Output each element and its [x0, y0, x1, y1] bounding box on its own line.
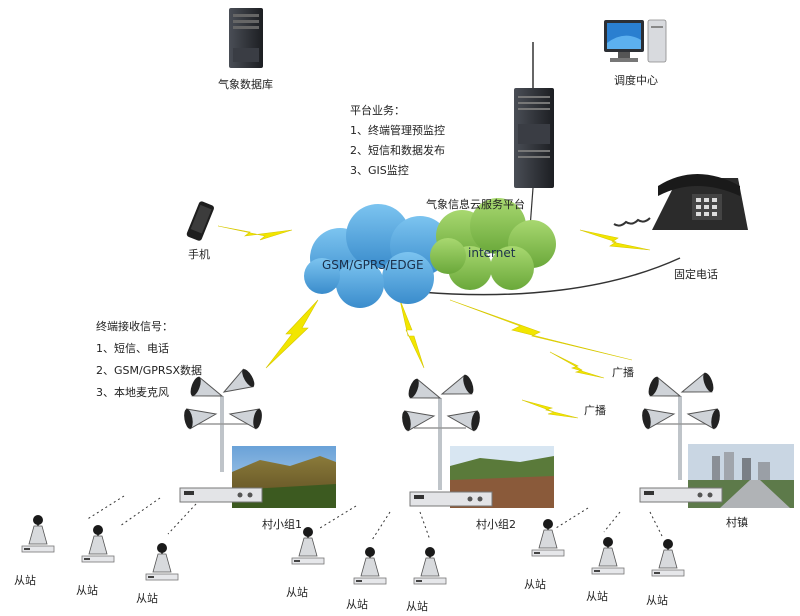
- substation-label: 从站: [286, 586, 308, 599]
- broadcast-label-1: 广播: [612, 366, 634, 379]
- substation-label: 从站: [346, 598, 368, 611]
- dispatch-center-label: 调度中心: [614, 74, 658, 87]
- platform-title: 平台业务：: [350, 104, 405, 117]
- terminal-item-3: 3、本地麦克风: [96, 386, 169, 399]
- weather-db-label: 气象数据库: [218, 78, 273, 91]
- substation-label: 从站: [646, 594, 668, 607]
- speaker-mast-group1: [182, 366, 264, 472]
- village-group1-label: 村小组1: [262, 518, 302, 531]
- terminal-title: 终端接收信号：: [96, 320, 173, 333]
- town-label: 村镇: [726, 516, 748, 529]
- bolt-phone: [579, 229, 651, 251]
- mobile-label: 手机: [188, 248, 210, 261]
- substation-label: 从站: [76, 584, 98, 597]
- substation-label: 从站: [136, 592, 158, 605]
- signal-bolts: [217, 225, 651, 419]
- substation-label: 从站: [586, 590, 608, 603]
- internet-cloud-shape: [430, 198, 556, 290]
- village-group2-label: 村小组2: [476, 518, 516, 531]
- bolt-group2: [399, 299, 425, 369]
- substation-label: 从站: [406, 600, 428, 613]
- cloud-platform-server-icon: [514, 42, 554, 188]
- speaker-mast-group2: [400, 373, 482, 490]
- bolt-broadcast-2: [521, 399, 579, 419]
- bolt-town: [449, 299, 633, 361]
- landline-label: 固定电话: [674, 268, 718, 281]
- bolt-broadcast-1: [549, 351, 605, 379]
- platform-item-1: 1、终端管理预监控: [350, 124, 445, 137]
- speaker-mast-town: [640, 371, 722, 480]
- platform-item-3: 3、GIS监控: [350, 164, 409, 177]
- platform-item-2: 2、短信和数据发布: [350, 144, 445, 157]
- bolt-mobile: [217, 225, 293, 241]
- substation-links: [85, 495, 663, 541]
- substation-label: 从站: [14, 574, 36, 587]
- dispatch-center-computer-icon: [604, 19, 667, 63]
- terminal-item-1: 1、短信、电话: [96, 342, 169, 355]
- substation-units: [21, 514, 685, 585]
- broadcast-label-2: 广播: [584, 404, 606, 417]
- bolt-group1: [265, 299, 319, 369]
- internet-cloud-label: internet: [468, 246, 516, 260]
- amplifier-group2: [409, 491, 493, 507]
- weather-db-server-icon: [229, 8, 263, 68]
- landline-cable: [419, 257, 681, 296]
- mobile-phone-icon: [186, 201, 215, 241]
- substation-label: 从站: [524, 578, 546, 591]
- landline-phone-icon: [613, 174, 748, 230]
- terminal-item-2: 2、GSM/GPRSX数据: [96, 364, 203, 377]
- cloud-platform-label: 气象信息云服务平台: [426, 198, 525, 211]
- amplifier-town: [639, 487, 723, 503]
- gsm-cloud-shape: [304, 204, 450, 308]
- gsm-cloud-label: GSM/GPRS/EDGE: [322, 258, 424, 272]
- amplifier-group1: [179, 487, 263, 503]
